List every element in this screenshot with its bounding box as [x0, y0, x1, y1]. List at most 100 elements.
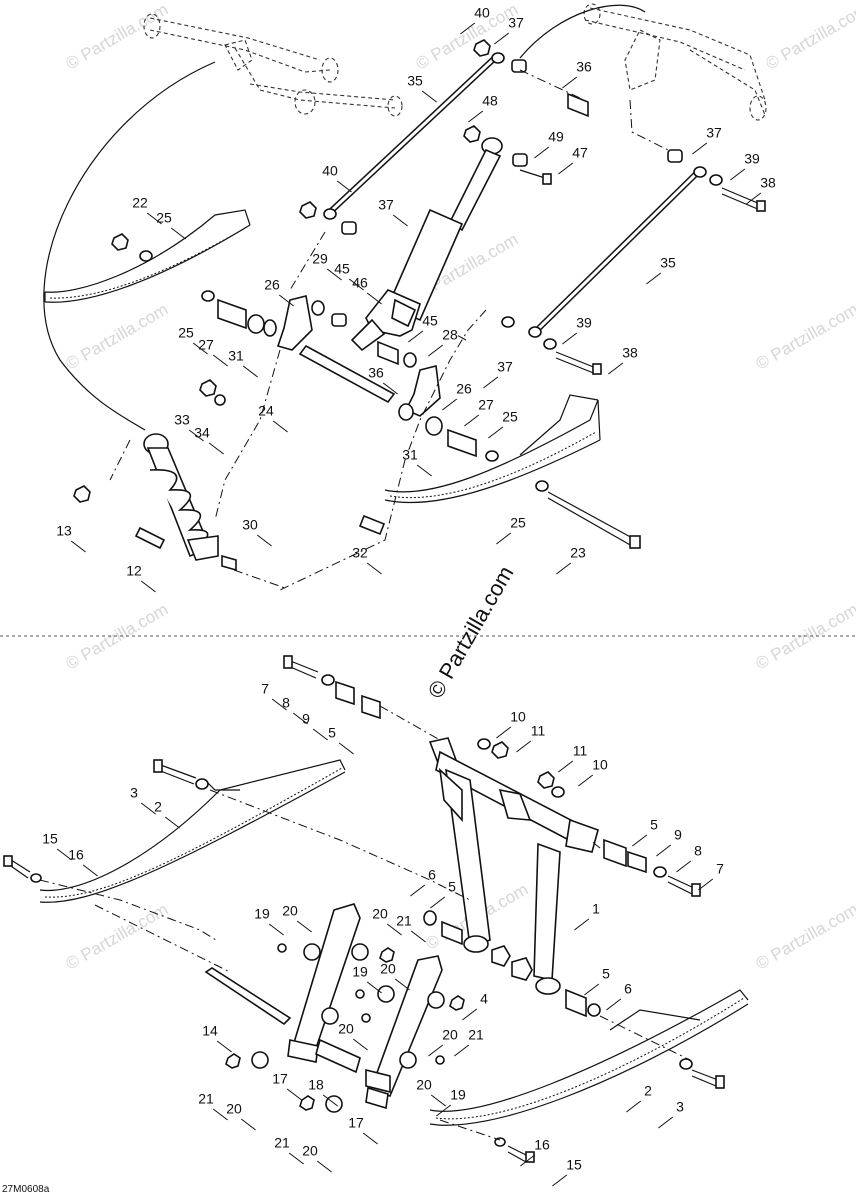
- callout-leader-line: [242, 365, 258, 378]
- watermark-text: © Partzilla.com: [63, 300, 172, 374]
- callout-leader-line: [578, 774, 594, 787]
- washer-45-upper: [311, 300, 325, 316]
- callout-number: 21: [468, 1027, 484, 1043]
- callout-leader-line: [366, 981, 382, 994]
- callout-leader-line: [464, 414, 480, 427]
- callout-leader-line: [382, 382, 398, 395]
- callout-number: 25: [178, 325, 194, 341]
- callout-leader-line: [584, 983, 600, 996]
- seal-26-left: [263, 319, 277, 337]
- callout-leader-line: [462, 1008, 478, 1021]
- callout-leader-line: [442, 398, 458, 411]
- tube-24: [298, 344, 396, 404]
- callout-leader-line: [562, 332, 578, 345]
- callout-number: 47: [572, 145, 588, 161]
- callout-number: 9: [674, 827, 682, 843]
- callout-number: 19: [254, 906, 270, 922]
- callout-number: 27: [198, 337, 214, 353]
- bearing-31-right: [425, 416, 443, 436]
- callout-number: 1: [592, 901, 600, 917]
- callout-leader-line: [140, 802, 156, 815]
- callout-number: 19: [352, 964, 368, 980]
- callout-number: 5: [328, 725, 336, 741]
- callout-leader-line: [608, 362, 624, 375]
- callout-number: 20: [338, 1021, 354, 1037]
- callout-number: 2: [154, 799, 162, 815]
- callout-number: 38: [760, 175, 776, 191]
- spacer-36-lower: [377, 340, 399, 366]
- nut-40-left: [299, 201, 317, 219]
- bushing-37-lower: [501, 316, 515, 328]
- callout-number: 20: [372, 906, 388, 922]
- callout-leader-line: [646, 272, 662, 285]
- callout-leader-line: [556, 562, 572, 575]
- callout-leader-line: [366, 562, 382, 575]
- callout-leader-line: [56, 848, 72, 861]
- callout-number: 13: [56, 523, 72, 539]
- callout-leader-line: [460, 22, 476, 35]
- bolt-38-top-head: [756, 200, 766, 212]
- callout-number: 19: [450, 1087, 466, 1103]
- callout-number: 31: [228, 348, 244, 364]
- callout-number: 20: [282, 903, 298, 919]
- seal-26-right: [398, 403, 414, 421]
- tie-rod-upper-right: [528, 166, 707, 338]
- callout-leader-line: [286, 1088, 302, 1101]
- callout-number: 8: [282, 695, 290, 711]
- callout-leader-line: [164, 816, 180, 829]
- callout-number: 37: [508, 15, 524, 31]
- callout-number: 24: [258, 403, 274, 419]
- callout-leader-line: [188, 429, 204, 442]
- watermark-text: © Partzilla.com: [753, 600, 856, 674]
- bolt-38-lower: [555, 351, 597, 375]
- upper-hardware: [73, 39, 766, 572]
- spacer-36-top: [567, 92, 589, 118]
- callout-number: 25: [510, 515, 526, 531]
- callout-number: 16: [534, 1137, 550, 1153]
- callout-number: 11: [531, 723, 546, 739]
- callout-number: 20: [226, 1101, 242, 1117]
- callout-leader-line: [558, 162, 574, 175]
- callout-leader-line: [483, 376, 499, 389]
- callout-leader-line: [392, 214, 408, 227]
- callout-number: 40: [322, 163, 338, 179]
- callout-leader-line: [208, 442, 224, 455]
- arm-28: [404, 365, 441, 417]
- callout-number: 21: [396, 913, 412, 929]
- callout-number: 7: [716, 861, 724, 877]
- washer-49: [512, 153, 528, 167]
- callout-leader-line: [421, 90, 437, 103]
- washer-25-left: [201, 290, 215, 302]
- watermark-text: © Partzilla.com: [63, 0, 172, 73]
- callout-leader-line: [288, 1152, 304, 1165]
- callout-leader-line: [386, 923, 402, 936]
- assembly-arrow-left: [43, 61, 216, 431]
- callout-leader-line: [520, 1154, 536, 1167]
- callout-number: 45: [422, 313, 438, 329]
- callout-number: 40: [474, 5, 490, 21]
- callout-number: 36: [576, 59, 592, 75]
- bearing-31-left: [247, 314, 265, 334]
- callout-number: 35: [660, 255, 676, 271]
- callout-number: 15: [42, 831, 58, 847]
- washer-39-lower: [543, 338, 557, 350]
- reference-code: 27M0608a: [2, 1184, 50, 1195]
- callout-leader-line: [322, 1094, 338, 1107]
- bushing-37-right: [667, 149, 683, 163]
- callout-leader-line: [146, 212, 162, 225]
- watermark-text: © Partzilla.com: [413, 0, 522, 73]
- callout-number: 23: [570, 545, 586, 561]
- washer-25-top: [139, 250, 153, 262]
- callout-leader-line: [212, 354, 228, 367]
- callout-number: 27: [478, 397, 494, 413]
- shock-absorber-upper: [350, 137, 503, 352]
- callout-number: 45: [334, 261, 350, 277]
- callout-number: 22: [132, 195, 148, 211]
- callout-leader-line: [256, 534, 272, 547]
- callout-number: 28: [442, 327, 458, 343]
- upper-assembly: [0, 3, 856, 637]
- callout-leader-line: [70, 540, 86, 553]
- washer-25-right: [485, 450, 499, 462]
- callout-leader-line: [746, 192, 762, 205]
